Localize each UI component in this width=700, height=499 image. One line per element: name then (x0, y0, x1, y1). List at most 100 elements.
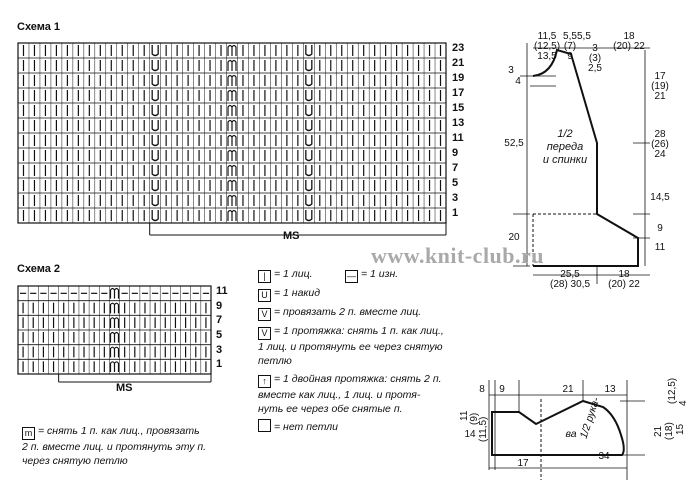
legend-k2tog: V= провязать 2 п. вместе лиц. (258, 305, 421, 321)
skp-symbol-icon: V (258, 327, 271, 340)
body-top-neck-width: 11,5 (12,5) 13,5 (533, 31, 561, 62)
sleeve-label-2: ва (565, 428, 577, 440)
sleeve-outline (491, 399, 625, 456)
yarnover-symbol (305, 105, 313, 117)
cdd-symbol (227, 59, 237, 71)
schema2-title: Схема 2 (17, 263, 61, 275)
sleeve-bottom-34: 34 (598, 451, 610, 462)
body-bottom-width: 25,5 (28) 30,5 (549, 269, 591, 290)
yarnover-symbol (151, 120, 159, 132)
yarnover-symbol (151, 60, 159, 72)
cdd-symbol (109, 331, 120, 343)
no-stitch-symbol-icon (258, 419, 271, 432)
schema1-row-number: 17 (452, 87, 465, 99)
cdd-symbol (109, 346, 120, 358)
cdd-symbol (109, 302, 120, 314)
sleeve-left-11: (11,5) (478, 416, 489, 442)
yarnover-symbol (151, 90, 159, 102)
schema1-row-number: 11 (452, 132, 464, 144)
sleeve-right-18: (18) (664, 422, 675, 440)
knit-symbol-icon: | (258, 270, 271, 283)
yarnover-symbol (305, 90, 313, 102)
purl-symbol-icon: — (345, 270, 358, 283)
schema1-row-number: 9 (452, 147, 459, 159)
double-skp-symbol-icon: ↑ (258, 375, 271, 388)
body-label: 1/2 переда и спинки (542, 128, 588, 166)
yarnover-symbol (151, 180, 159, 192)
body-top-shoulder-b: 5,5 (577, 31, 591, 42)
cdd-symbol (109, 287, 120, 299)
schema1-row-number: 13 (452, 117, 465, 129)
cdd-symbol (227, 104, 237, 116)
cdd-symbol (109, 361, 120, 372)
sleeve-top-13: 13 (604, 384, 616, 395)
sleeve-top-21: 21 (562, 384, 574, 395)
body-right-11: 11 (654, 242, 666, 253)
yarnover-symbol (305, 60, 313, 72)
schema1-row-number: 7 (452, 162, 459, 174)
k2tog-symbol-icon: V (258, 308, 271, 321)
cdd-symbol (227, 209, 237, 221)
sleeve-right-12: (12,5) (667, 377, 678, 405)
cdd-symbol (227, 44, 237, 56)
schema2-row-number: 5 (216, 329, 223, 341)
schema1-row-number: 23 (452, 42, 465, 54)
sleeve-right-21: 21 (653, 425, 664, 437)
yarnover-symbol (151, 75, 159, 87)
yarnover-symbol (305, 45, 313, 57)
cdd-symbol-icon: m (22, 427, 35, 440)
yarnover-symbol (151, 105, 159, 117)
schema1-row-number: 21 (452, 57, 465, 69)
sleeve-bottom-17: 17 (517, 458, 529, 469)
sleeve-top-8: 8 (479, 384, 485, 395)
yarnover-symbol (151, 210, 159, 222)
body-right-9: 9 (657, 223, 663, 234)
sleeve-right-15: 15 (675, 423, 686, 435)
cdd-symbol (227, 194, 237, 206)
yarnover-symbol (305, 180, 313, 192)
body-left-4: 4 (515, 76, 521, 87)
body-bottom-sleeve: 18 (20) 22 (608, 269, 640, 290)
sleeve-left-11b: 11 (459, 410, 470, 422)
cdd-symbol (109, 317, 120, 328)
schema1-row-number: 5 (452, 177, 459, 189)
schema1-row-number: 1 (452, 207, 459, 219)
legend-double-skp: ↑= 1 двойная протяжка: снять 2 п. вместе… (258, 373, 442, 415)
schema1-row-number: 19 (452, 72, 465, 84)
sleeve-left-14: 14 (464, 429, 476, 440)
legend-knit: |= 1 лиц. (258, 267, 313, 283)
body-top-armhole: 3 (3) 2,5 (588, 43, 602, 74)
body-top-shoulder: 5,5 (7) 9 (563, 31, 577, 62)
cdd-symbol (227, 74, 237, 86)
legend-purl: —= 1 изн. (345, 268, 399, 283)
body-left-3: 3 (508, 65, 514, 76)
yarnover-symbol (305, 165, 313, 177)
yarnover-symbol (305, 150, 313, 162)
body-outline (532, 48, 639, 267)
cdd-symbol (227, 179, 237, 191)
cdd-symbol (227, 164, 237, 176)
body-right-side: 28 (26) 24 (651, 129, 669, 160)
schema2-row-number: 1 (216, 358, 223, 371)
body-left-525: 52,5 (504, 138, 524, 149)
schema2-row-number: 11 (216, 285, 228, 297)
yarnover-symbol (151, 135, 159, 147)
body-right-armhole: 17 (19) 21 (651, 71, 669, 102)
yarnover-symbol (305, 75, 313, 87)
sleeve-top-9: 9 (499, 384, 505, 395)
body-right-145: 14,5 (650, 192, 670, 203)
site-watermark: www.knit-club.ru (371, 243, 545, 268)
yarnover-symbol (305, 210, 313, 222)
schema1-title: Схема 1 (17, 21, 61, 33)
legend-no-stitch: = нет петли (258, 419, 338, 434)
body-left-20: 20 (508, 232, 520, 243)
schema1-ms-label: MS (283, 230, 300, 242)
schema2-row-number: 3 (216, 343, 223, 356)
schema1-row-number: 15 (452, 102, 465, 114)
yarnover-symbol (151, 150, 159, 162)
cdd-symbol (227, 134, 237, 146)
yarnover-symbol (305, 195, 313, 207)
body-top-sleeve: 18 (20) 22 (613, 31, 645, 52)
schema2-row-number: 9 (216, 299, 223, 312)
